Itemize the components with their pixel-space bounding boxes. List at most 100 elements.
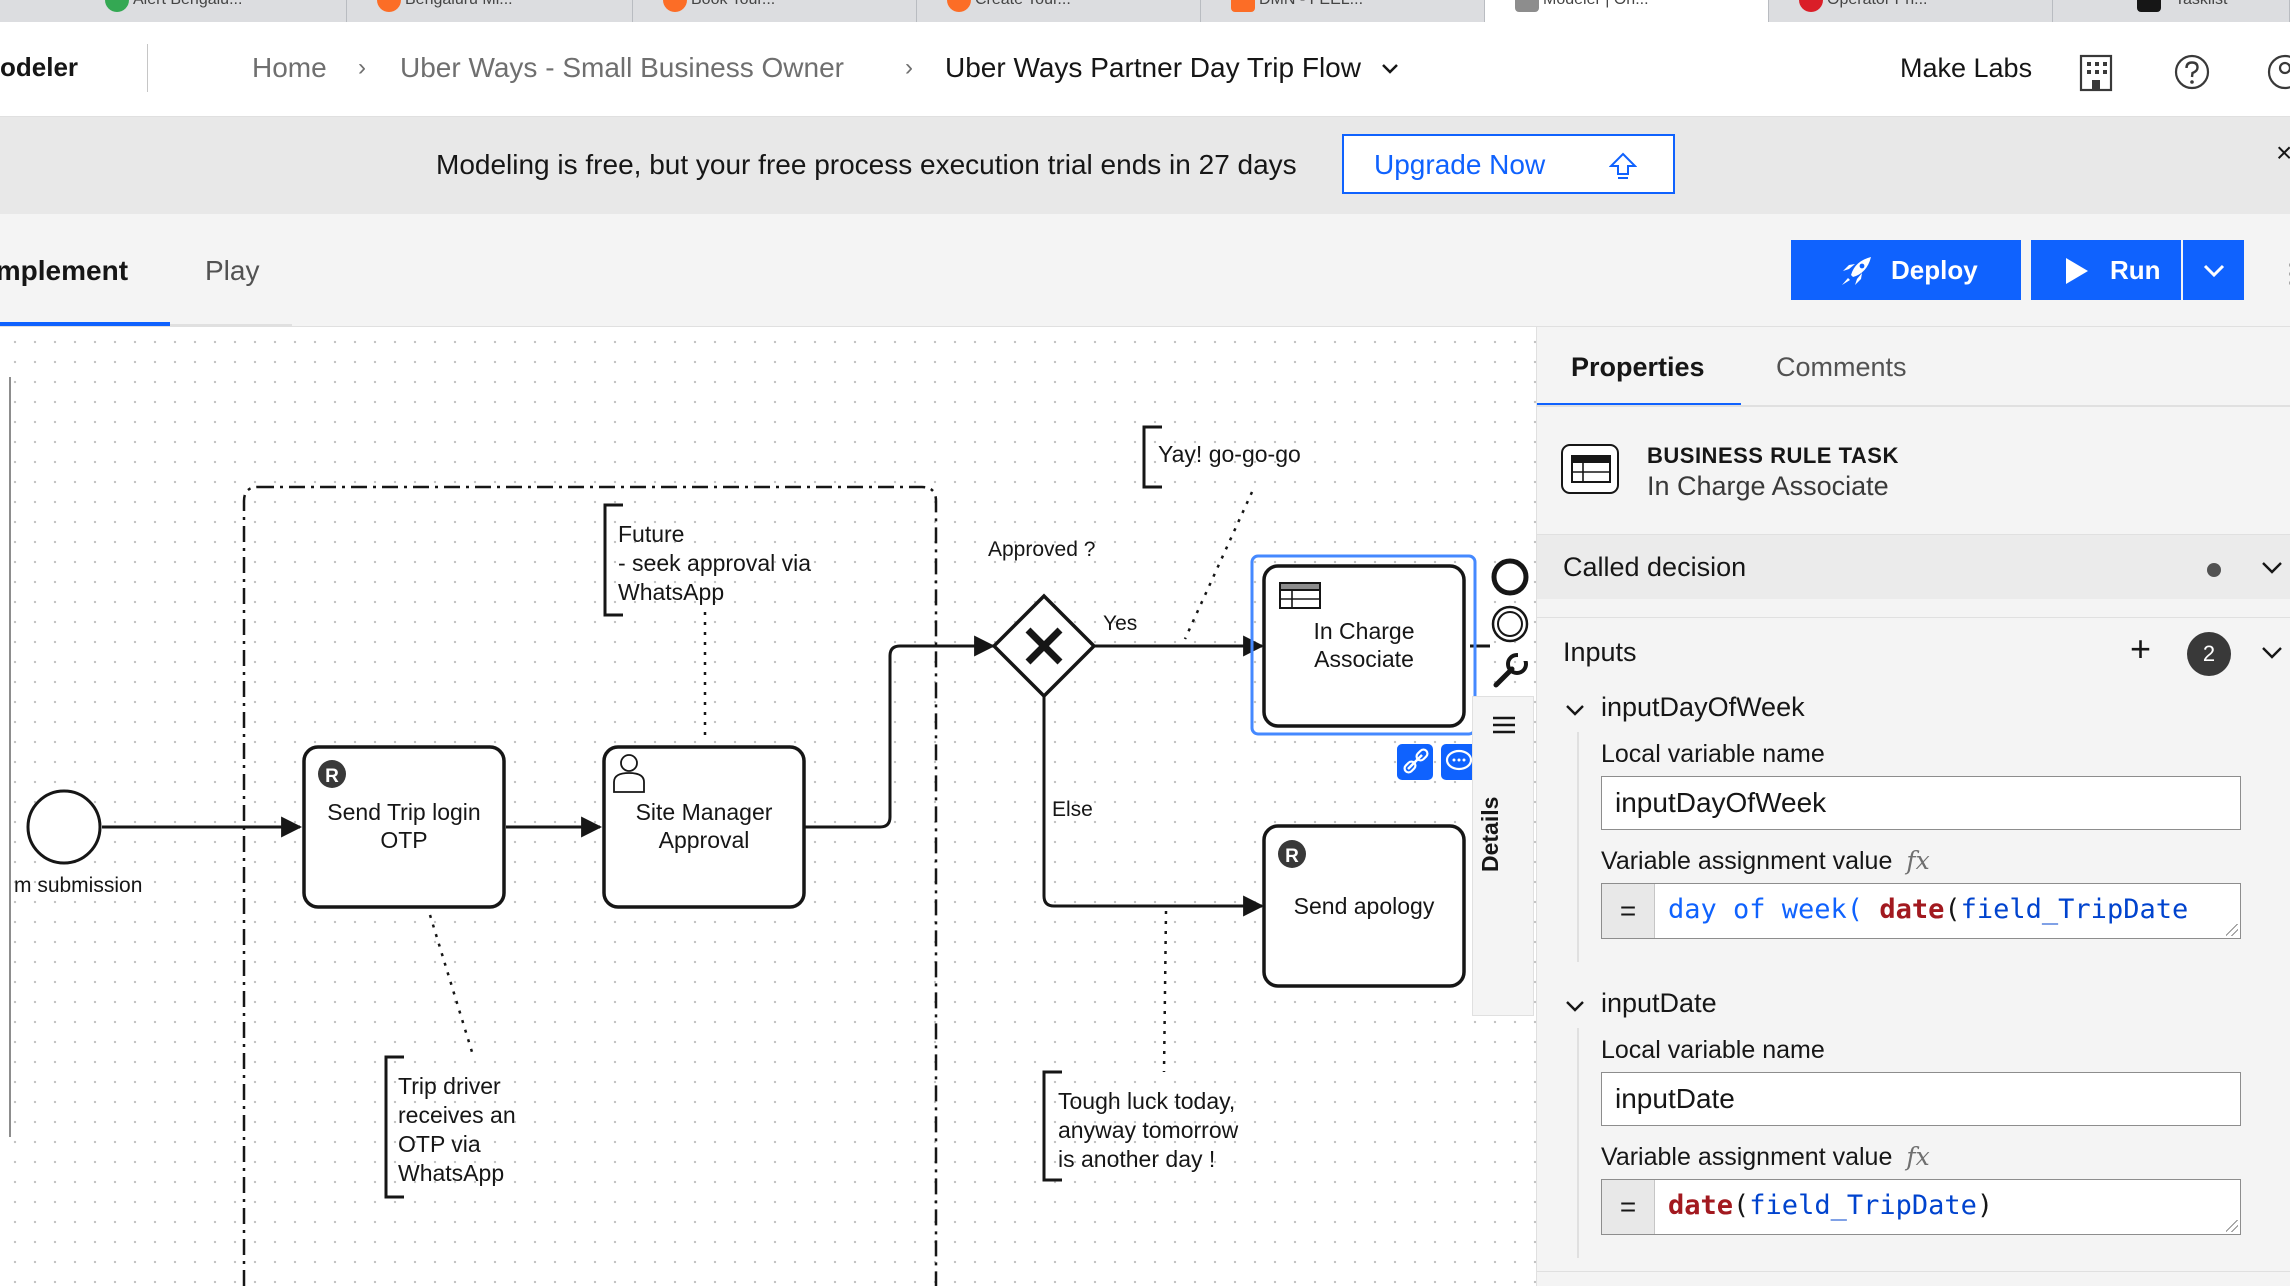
task-in-charge-associate[interactable]: In Charge Associate [1250, 554, 1477, 736]
browser-tab-label: DMN - FEEL... [1259, 0, 1363, 8]
chevron-down-icon[interactable] [2261, 646, 2283, 660]
wrench-icon[interactable] [1493, 653, 1528, 688]
association-tough-luck [1162, 910, 1168, 1073]
annotation-yay[interactable]: Yay! go-go-go [1142, 425, 1301, 489]
flow-else[interactable] [1042, 697, 1265, 917]
bpmn-canvas[interactable]: m submission R Send Trip login OTP Site … [0, 327, 1536, 1286]
task-label-line: Send Trip login [327, 799, 480, 825]
comment-icon[interactable] [1441, 744, 1477, 780]
code-function: date [1668, 1190, 1734, 1221]
inputs-count-badge: 2 [2187, 632, 2231, 676]
chevron-down-icon[interactable] [1565, 704, 1585, 718]
local-variable-input[interactable]: inputDayOfWeek [1601, 776, 2241, 830]
site-favicon-icon [1231, 0, 1255, 12]
group-rail [1577, 1028, 1579, 1258]
annotation-trip-driver[interactable]: Trip driver receives an OTP via WhatsApp [384, 1055, 516, 1199]
help-icon[interactable] [2173, 53, 2211, 91]
breadcrumb-project[interactable]: Uber Ways - Small Business Owner [400, 52, 844, 83]
browser-tab[interactable]: Operator Pri... [1769, 0, 2053, 22]
tab-implement[interactable]: Implement [0, 214, 170, 326]
add-input-icon[interactable]: + [2130, 628, 2152, 669]
chevron-down-icon [2203, 264, 2225, 278]
business-rule-r-icon: R [1278, 840, 1306, 868]
start-event[interactable] [26, 789, 102, 865]
exclusive-gateway[interactable] [991, 593, 1097, 699]
selection-outline [1250, 554, 1477, 736]
input-mapping-item: inputDayOfWeek Local variable name input… [1537, 688, 2290, 968]
code-paren: ) [1976, 1190, 1994, 1221]
resize-handle[interactable] [2226, 924, 2238, 936]
tab-properties[interactable]: Properties [1537, 327, 1741, 407]
input-name[interactable]: inputDate [1601, 988, 1717, 1018]
tab-play[interactable]: Play [170, 214, 292, 326]
svg-text:R: R [1285, 846, 1299, 867]
status-dot-icon [2207, 563, 2221, 577]
properties-panel: Properties Comments BUSINESS RULE TASK I… [1536, 327, 2290, 1286]
browser-tab[interactable]: Create Tour... [917, 0, 1201, 22]
upgrade-now-label: Upgrade Now [1374, 149, 1546, 180]
details-side-tab[interactable]: Details [1472, 696, 1534, 1016]
breadcrumb-current-diagram[interactable]: Uber Ways Partner Day Trip Flow [945, 52, 1361, 83]
feel-expression-editor[interactable]: = day of week( date(field_TripDate [1601, 883, 2241, 939]
browser-tab[interactable]: Alert Bengalu... [75, 0, 347, 22]
chevron-down-icon[interactable] [2261, 561, 2283, 575]
breadcrumb-home[interactable]: Home [252, 52, 327, 83]
browser-tab[interactable]: Bengaluru Mi... [347, 0, 633, 22]
task-label-line: In Charge [1313, 618, 1414, 644]
annotation-future[interactable]: Future - seek approval via WhatsApp [603, 503, 811, 617]
task-send-apology[interactable]: R Send apology [1262, 824, 1466, 988]
site-favicon-icon [377, 0, 401, 12]
close-banner-icon[interactable]: × [2276, 137, 2290, 168]
task-send-trip-login-otp[interactable]: R Send Trip login OTP [302, 745, 506, 909]
resize-handle[interactable] [2226, 1220, 2238, 1232]
site-favicon-icon [105, 0, 129, 12]
task-label-line: Associate [1314, 646, 1414, 672]
annotation-line: is another day ! [1058, 1146, 1215, 1172]
code-paren: ( [1944, 894, 1961, 925]
section-called-decision[interactable]: Called decision [1537, 534, 2290, 599]
local-variable-label: Local variable name [1601, 740, 1825, 768]
feel-expression-editor[interactable]: = date(field_TripDate) [1601, 1179, 2241, 1235]
browser-tab[interactable]: DMN - FEEL... [1201, 0, 1485, 22]
browser-tab[interactable]: Book Tour... [633, 0, 917, 22]
link-icon[interactable] [1397, 744, 1433, 780]
app-title[interactable]: odeler [0, 52, 79, 82]
annotation-line: receives an [398, 1102, 516, 1128]
browser-tab-active[interactable]: Modeler | On... [1485, 0, 1769, 22]
chevron-down-icon[interactable] [1565, 1000, 1585, 1014]
feel-expression-code: date(field_TripDate) [1668, 1190, 1993, 1221]
input-name[interactable]: inputDayOfWeek [1601, 692, 1805, 722]
browser-tab-label: Alert Bengalu... [133, 0, 242, 8]
flow-approval-to-gateway[interactable] [805, 635, 996, 829]
tab-comments[interactable]: Comments [1741, 327, 1931, 407]
local-variable-input[interactable]: inputDate [1601, 1072, 2241, 1126]
organization-switcher[interactable]: Make Labs [1900, 53, 2033, 83]
element-type: BUSINESS RULE TASK [1647, 443, 1899, 468]
overflow-menu-icon[interactable]: ⋮ [2278, 258, 2290, 289]
annotation-line: WhatsApp [618, 579, 724, 605]
chevron-down-icon[interactable] [1380, 62, 1400, 76]
site-favicon-icon [2137, 0, 2161, 12]
fx-icon[interactable]: fx [1906, 846, 1930, 875]
task-label-line: OTP [380, 827, 427, 853]
annotation-tough-luck[interactable]: Tough luck today, anyway tomorrow is ano… [1042, 1070, 1239, 1182]
deploy-button[interactable]: Deploy [1791, 240, 2021, 300]
browser-tab[interactable]: Tasklist [2053, 0, 2290, 22]
code-variable: field_TripDate [1960, 894, 2189, 925]
building-icon[interactable] [2079, 54, 2113, 92]
browser-tab-strip: Alert Bengalu... Bengaluru Mi... Book To… [0, 0, 2290, 23]
upgrade-now-button[interactable]: Upgrade Now [1342, 134, 1675, 194]
mode-toolbar: Implement Play Deploy Run ⋮ [0, 214, 2290, 327]
tab-underline [170, 324, 292, 326]
process-group[interactable] [242, 485, 938, 1286]
task-site-manager-approval[interactable]: Site Manager Approval [602, 745, 806, 909]
run-options-button[interactable] [2183, 240, 2244, 300]
site-favicon-icon [663, 0, 687, 12]
feel-equals-prefix: = [1602, 884, 1655, 938]
append-end-event-icon[interactable] [1491, 558, 1529, 596]
fx-icon[interactable]: fx [1906, 1142, 1930, 1171]
tab-implement-label: Implement [0, 255, 129, 286]
user-avatar-icon[interactable] [2266, 53, 2290, 91]
element-name: In Charge Associate [1647, 471, 1889, 501]
run-button[interactable]: Run [2031, 240, 2181, 300]
